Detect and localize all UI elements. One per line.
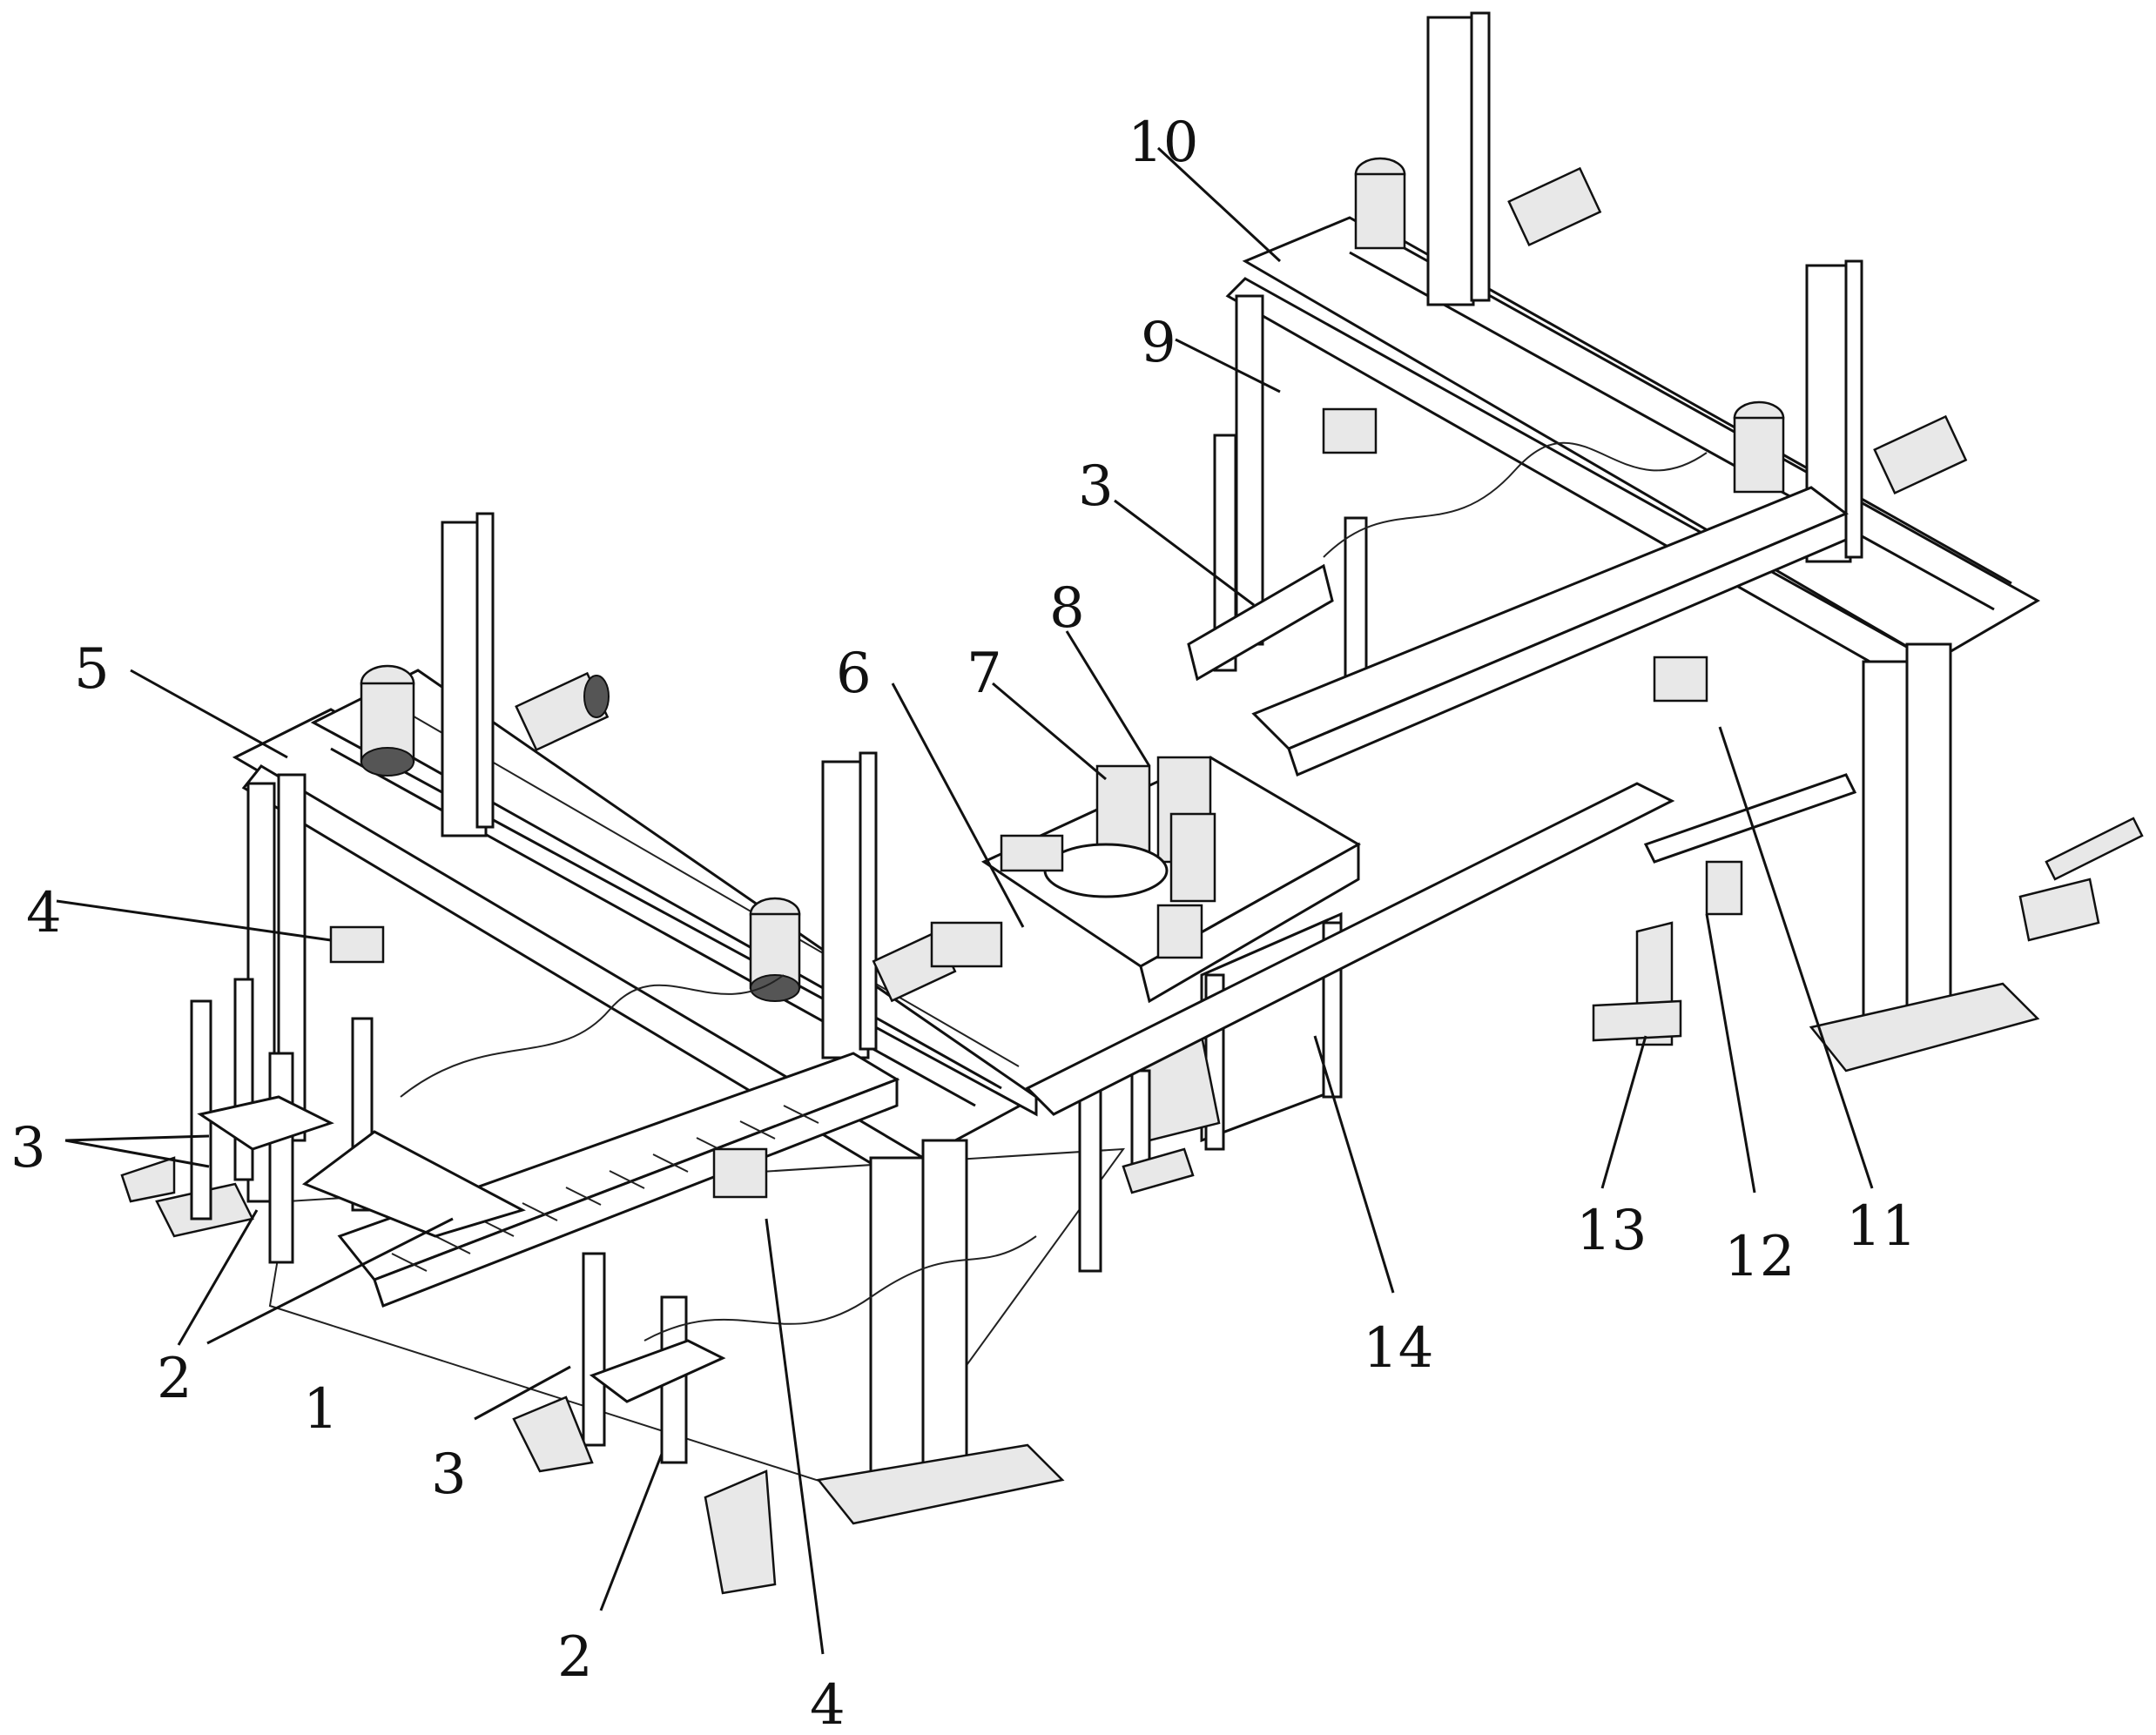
callout-10: 10	[1128, 111, 1198, 175]
callout-3-left: 3	[10, 1116, 46, 1180]
motor-icon	[1354, 157, 1406, 250]
callout-4-left: 4	[26, 881, 62, 945]
right-gantry	[1025, 11, 2144, 1116]
callout-1: 1	[303, 1377, 339, 1442]
motor-icon	[749, 897, 801, 1002]
motor-icon	[515, 671, 610, 752]
callout-7: 7	[967, 642, 1002, 706]
callout-13: 13	[1576, 1199, 1647, 1263]
callout-3-bottom: 3	[431, 1442, 467, 1507]
left-gantry	[120, 512, 1126, 1595]
callout-8: 8	[1049, 576, 1085, 641]
motor-icon	[1507, 166, 1602, 247]
motor-icon	[1873, 414, 1968, 495]
motor-icon	[1733, 400, 1785, 494]
callout-12: 12	[1724, 1225, 1795, 1289]
leader-lines	[56, 146, 1874, 1655]
callout-11: 11	[1846, 1194, 1917, 1259]
motor-icon	[360, 664, 415, 777]
callout-6: 6	[836, 642, 872, 706]
callout-2-left: 2	[157, 1347, 192, 1411]
callout-2-bottom: 2	[557, 1625, 593, 1690]
callout-5: 5	[74, 637, 110, 702]
callout-3-right: 3	[1078, 454, 1114, 519]
callout-14: 14	[1363, 1316, 1433, 1381]
callout-9: 9	[1141, 311, 1176, 375]
callout-4-bottom: 4	[810, 1673, 846, 1735]
callout-labels: 1 2 2 3 3 3 4 4 5 6 7 8 9 10 11 12 13 14	[10, 111, 1917, 1735]
